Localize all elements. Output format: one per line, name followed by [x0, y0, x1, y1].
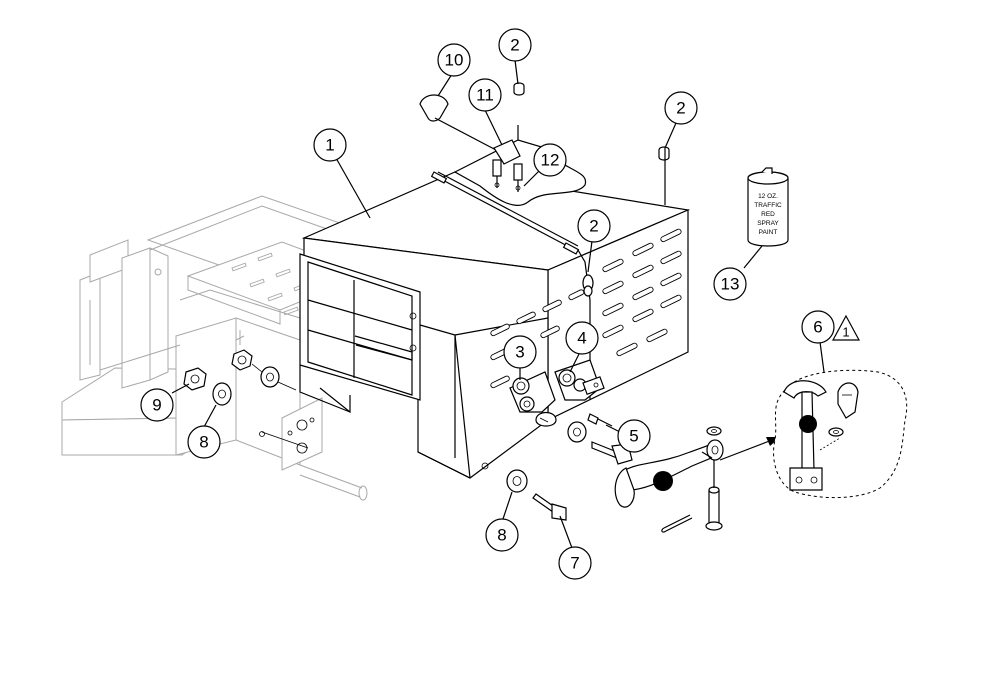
can-label-line1: 12 OZ. — [758, 193, 778, 200]
callout-6-text: 6 — [813, 318, 822, 337]
paint-can: 12 OZ. TRAFFIC RED SPRAY PAINT — [743, 167, 789, 269]
callout-7-text: 7 — [570, 554, 579, 573]
warning-mark-text: 1 — [842, 325, 849, 340]
callout-2-side: 2 — [577, 209, 611, 243]
callout-6: 6 — [801, 310, 835, 344]
callout-9: 9 — [140, 388, 174, 422]
callout-2-right-text: 2 — [676, 99, 685, 118]
callout-13: 13 — [713, 267, 747, 301]
callout-4: 4 — [565, 321, 599, 355]
callout-10-text: 10 — [445, 51, 464, 70]
can-label-line2: TRAFFIC — [754, 202, 782, 209]
callout-11-text: 11 — [476, 86, 494, 105]
callout-7: 7 — [558, 546, 592, 580]
callout-9-text: 9 — [152, 396, 161, 415]
callout-8-front: 8 — [485, 518, 519, 552]
warning-triangle-icon: 1 — [831, 314, 861, 341]
latch-handle-assembly — [614, 426, 780, 533]
callout-4-text: 4 — [577, 329, 586, 348]
can-label-line5: PAINT — [759, 229, 778, 236]
callout-1-text: 1 — [325, 136, 334, 155]
can-label-line4: SPRAY — [757, 220, 779, 227]
callout-3: 3 — [503, 335, 537, 369]
callout-8-left-text: 8 — [199, 433, 208, 452]
callout-5: 5 — [617, 419, 651, 453]
callout-12-text: 12 — [541, 151, 560, 170]
callout-2-right: 2 — [664, 91, 698, 125]
detail-bubble — [773, 369, 908, 499]
callout-1: 1 — [313, 128, 347, 162]
detail-knob-dot — [799, 415, 817, 433]
mount-bracket — [235, 330, 323, 471]
handle-knob-dot — [653, 471, 673, 491]
callout-3-text: 3 — [515, 343, 524, 362]
callout-5-text: 5 — [629, 427, 638, 446]
callout-11: 11 — [468, 78, 502, 112]
callout-8-left: 8 — [187, 425, 221, 459]
callout-10: 10 — [437, 43, 471, 77]
callout-12: 12 — [533, 143, 567, 177]
callout-2-top-text: 2 — [510, 36, 519, 55]
leader-lines — [171, 59, 825, 549]
hinge-hardware — [509, 359, 633, 465]
callout-2-top: 2 — [498, 28, 532, 62]
top-small-parts — [419, 82, 670, 192]
callout-2-side-text: 2 — [589, 217, 598, 236]
front-hardware — [183, 349, 567, 521]
can-label-line3: RED — [761, 211, 775, 218]
callout-8-front-text: 8 — [497, 526, 506, 545]
callout-13-text: 13 — [721, 275, 740, 294]
side-slots — [490, 228, 682, 389]
